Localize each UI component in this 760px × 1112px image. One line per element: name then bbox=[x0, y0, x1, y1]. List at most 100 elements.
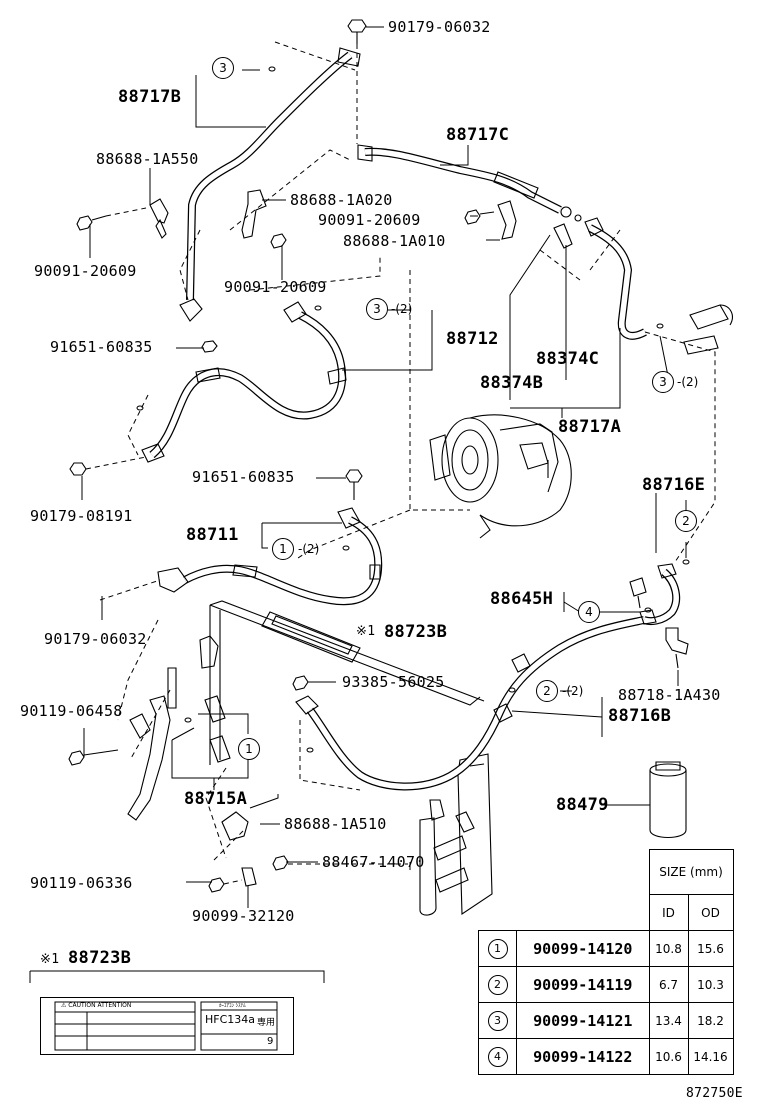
part-label-88688-1A020: 88688-1A020 bbox=[290, 191, 393, 209]
table-id: 10.6 bbox=[648, 1038, 689, 1075]
bolt-90119-06458 bbox=[68, 749, 119, 766]
ref-circle-2-88716B: 2 bbox=[536, 680, 558, 702]
table-part-number: 90099-14121 bbox=[516, 1002, 650, 1039]
table-id: 13.4 bbox=[648, 1002, 689, 1039]
size-table-col-id: ID bbox=[648, 894, 689, 931]
part-label-90179-08191: 90179-08191 bbox=[30, 507, 133, 525]
part-label-88716B: 88716B bbox=[608, 706, 672, 726]
part-label-90179-06032-mid: 90179-06032 bbox=[44, 630, 147, 648]
o-rings bbox=[136, 66, 690, 753]
table-ref-circle: 3 bbox=[487, 1010, 508, 1031]
condenser bbox=[199, 600, 485, 765]
ref-qty-2-88716B: -(2) bbox=[562, 684, 584, 698]
part-label-88718-1A430: 88718-1A430 bbox=[618, 686, 721, 704]
table-part-number: 90099-14120 bbox=[516, 930, 650, 967]
table-od: 18.2 bbox=[687, 1002, 734, 1039]
o-ring-size-table: SIZE (mm) ID OD 1 90099-14120 10.8 15.6 … bbox=[478, 849, 734, 1075]
table-row: 1 90099-14120 10.8 15.6 bbox=[478, 930, 734, 967]
bracket-88688-1A020 bbox=[241, 189, 267, 239]
table-od: 15.6 bbox=[687, 930, 734, 967]
size-table-col-od: OD bbox=[687, 894, 734, 931]
bracket-88688-1A010 bbox=[497, 200, 517, 240]
nut-90179-08191 bbox=[69, 462, 87, 476]
part-label-91651-60835-a: 91651-60835 bbox=[50, 338, 153, 356]
bracket-88688-1A510 bbox=[221, 811, 249, 841]
part-label-90091-20609-a: 90091-20609 bbox=[318, 211, 421, 229]
table-ref-circle: 1 bbox=[487, 938, 508, 959]
table-id: 6.7 bbox=[648, 966, 689, 1003]
table-row: 4 90099-14122 10.6 14.16 bbox=[478, 1038, 734, 1075]
part-label-88467-14070: 88467-14070 bbox=[322, 853, 425, 871]
part-label-88688-1A510: 88688-1A510 bbox=[284, 815, 387, 833]
switch-88645H bbox=[629, 577, 647, 609]
phantom-lines bbox=[85, 41, 716, 885]
bolt-top bbox=[347, 19, 367, 44]
bolt-90119-06336 bbox=[208, 877, 225, 893]
sensor-88718-1A430 bbox=[665, 627, 689, 669]
part-label-90091-20609-c: 90091-20609 bbox=[224, 278, 327, 296]
ref-circle-3-mid: 3 bbox=[366, 298, 388, 320]
part-label-93385-56025: 93385-56025 bbox=[342, 673, 445, 691]
bolt-left bbox=[76, 215, 107, 231]
part-label-88716E: 88716E bbox=[642, 475, 706, 495]
hose-88716E bbox=[639, 563, 681, 625]
label-refrigerant: HFC134a bbox=[205, 1013, 256, 1026]
table-od: 10.3 bbox=[687, 966, 734, 1003]
bolt-93385 bbox=[292, 675, 309, 691]
ref-circle-3-top: 3 bbox=[212, 57, 234, 79]
part-label-88723B: 88723B bbox=[384, 622, 448, 642]
ref-qty-1-88711: -(2) bbox=[298, 542, 320, 556]
hose-88717A bbox=[553, 217, 733, 355]
label-detail-mark: ※1 bbox=[40, 952, 60, 967]
part-label-88688-1A010: 88688-1A010 bbox=[343, 232, 446, 250]
part-label-88711: 88711 bbox=[186, 525, 239, 545]
part-label-88717B: 88717B bbox=[118, 87, 182, 107]
bolt-88467 bbox=[272, 855, 289, 871]
part-label-88374C: 88374C bbox=[536, 349, 600, 369]
bracket-88715A bbox=[127, 667, 177, 821]
compressor bbox=[429, 414, 572, 539]
label-small-top: ｶｰｴｱｺﾝ ｼｽﾃﾑ bbox=[219, 1003, 246, 1009]
part-label-88717C: 88717C bbox=[446, 125, 510, 145]
caution-label-lines bbox=[54, 1001, 278, 1051]
table-id: 10.8 bbox=[648, 930, 689, 967]
leader-lines bbox=[29, 26, 687, 983]
ref-qty-3-mid: -(2) bbox=[391, 302, 413, 316]
hose-88716B bbox=[295, 616, 645, 791]
caution-label-illustration: ⚠ CAUTION ATTENTION ｶｰｴｱｺﾝ ｼｽﾃﾑ HFC134a … bbox=[40, 997, 294, 1055]
table-part-number: 90099-14122 bbox=[516, 1038, 650, 1075]
ref-circle-2-88716E: 2 bbox=[675, 510, 697, 532]
bracket-88688-1A550 bbox=[149, 198, 169, 239]
table-row: 3 90099-14121 13.4 18.2 bbox=[478, 1002, 734, 1039]
bolt-bracket bbox=[270, 233, 287, 249]
filter-88479 bbox=[649, 761, 687, 839]
figure-number: 872750E bbox=[686, 1086, 743, 1101]
ref-circle-1-88715A: 1 bbox=[238, 738, 260, 760]
part-label-88688-1A550: 88688-1A550 bbox=[96, 150, 199, 168]
part-label-91651-60835-b: 91651-60835 bbox=[192, 468, 295, 486]
label-amount: 9 bbox=[267, 1036, 274, 1047]
part-label-88712: 88712 bbox=[446, 329, 499, 349]
hose-88712 bbox=[141, 301, 347, 463]
ref-circle-3-right: 3 bbox=[652, 371, 674, 393]
table-part-number: 90099-14119 bbox=[516, 966, 650, 1003]
size-table-header: SIZE (mm) bbox=[648, 849, 734, 895]
part-label-88717A: 88717A bbox=[558, 417, 622, 437]
label-detail-part: 88723B bbox=[68, 948, 132, 968]
hose-88717B bbox=[179, 47, 361, 322]
table-od: 14.16 bbox=[687, 1038, 734, 1075]
part-label-88479: 88479 bbox=[556, 795, 609, 815]
ref-circle-1-88711: 1 bbox=[272, 538, 294, 560]
table-ref-circle: 4 bbox=[487, 1046, 508, 1067]
part-label-90179-06032-top: 90179-06032 bbox=[388, 18, 491, 36]
hose-88717C bbox=[357, 144, 582, 222]
part-label-88374B: 88374B bbox=[480, 373, 544, 393]
bolt-91651-a bbox=[201, 340, 218, 353]
label-refrigerant-suffix: 専用 bbox=[257, 1018, 276, 1028]
bolt-mid bbox=[464, 209, 495, 225]
caution-text: ⚠ CAUTION ATTENTION bbox=[61, 1002, 132, 1009]
part-label-88715A: 88715A bbox=[184, 789, 248, 809]
part-label-90099-32120: 90099-32120 bbox=[192, 907, 295, 925]
table-ref-circle: 2 bbox=[487, 974, 508, 995]
